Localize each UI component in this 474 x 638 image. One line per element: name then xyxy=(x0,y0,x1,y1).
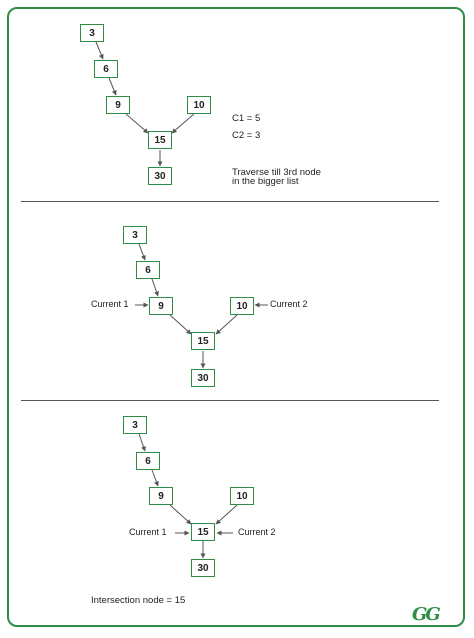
s3-node-15: 15 xyxy=(191,523,215,541)
s1-node-30: 30 xyxy=(148,167,172,185)
s1-node-9: 9 xyxy=(106,96,130,114)
s2-node-30: 30 xyxy=(191,369,215,387)
s3-current2-label: Current 2 xyxy=(238,527,276,537)
s2-current2-label: Current 2 xyxy=(270,299,308,309)
s3-node-30: 30 xyxy=(191,559,215,577)
diagram-frame xyxy=(7,7,465,627)
s2-node-6: 6 xyxy=(136,261,160,279)
divider-2 xyxy=(21,400,439,401)
s3-result-label: Intersection node = 15 xyxy=(91,595,186,606)
s1-node-15: 15 xyxy=(148,131,172,149)
s3-current1-label: Current 1 xyxy=(129,527,167,537)
s2-current1-label: Current 1 xyxy=(91,299,129,309)
s3-node-6: 6 xyxy=(136,452,160,470)
s2-node-3: 3 xyxy=(123,226,147,244)
s3-node-9: 9 xyxy=(149,487,173,505)
s1-node-10: 10 xyxy=(187,96,211,114)
s1-c1-label: C1 = 5 xyxy=(232,113,261,124)
s1-c2-label: C2 = 3 xyxy=(232,130,261,141)
divider-1 xyxy=(21,201,439,202)
logo-icon: GG xyxy=(412,604,441,625)
s3-node-10: 10 xyxy=(230,487,254,505)
s3-node-3: 3 xyxy=(123,416,147,434)
s2-node-15: 15 xyxy=(191,332,215,350)
s2-node-9: 9 xyxy=(149,297,173,315)
s1-note-line1: Traverse till 3rd node xyxy=(232,167,321,178)
s1-note-line2: in the bigger list xyxy=(232,176,299,187)
s2-node-10: 10 xyxy=(230,297,254,315)
s1-node-3: 3 xyxy=(80,24,104,42)
s1-node-6: 6 xyxy=(94,60,118,78)
